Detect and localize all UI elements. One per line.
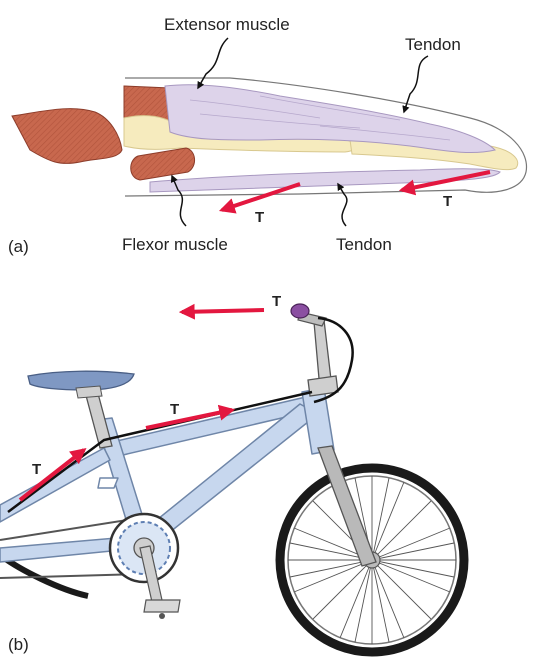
tension-label-a-right: T [443,193,452,210]
forearm-muscle-shape [12,109,122,164]
tension-label-b-middle: T [170,401,179,418]
handlebar-grip [291,304,309,318]
tension-label-b-top: T [272,293,281,310]
flexor-muscle-label: Flexor muscle [122,235,228,254]
pedal-axle [159,613,165,619]
tension-arrow-b-top [182,310,264,312]
tension-label-a-left: T [255,209,264,226]
panel-b-label: (b) [8,635,29,654]
extensor-muscle-label: Extensor muscle [164,15,290,34]
panel-a: Extensor muscle Tendon Flexor muscle Ten… [8,15,527,256]
panel-b: T T T (b) [0,293,464,654]
pedal [144,600,180,612]
tendon-bottom-label: Tendon [336,235,392,254]
panel-a-label: (a) [8,237,29,256]
tendon-top-label: Tendon [405,35,461,54]
seat-clamp [76,386,102,398]
tension-label-b-left: T [32,461,41,478]
